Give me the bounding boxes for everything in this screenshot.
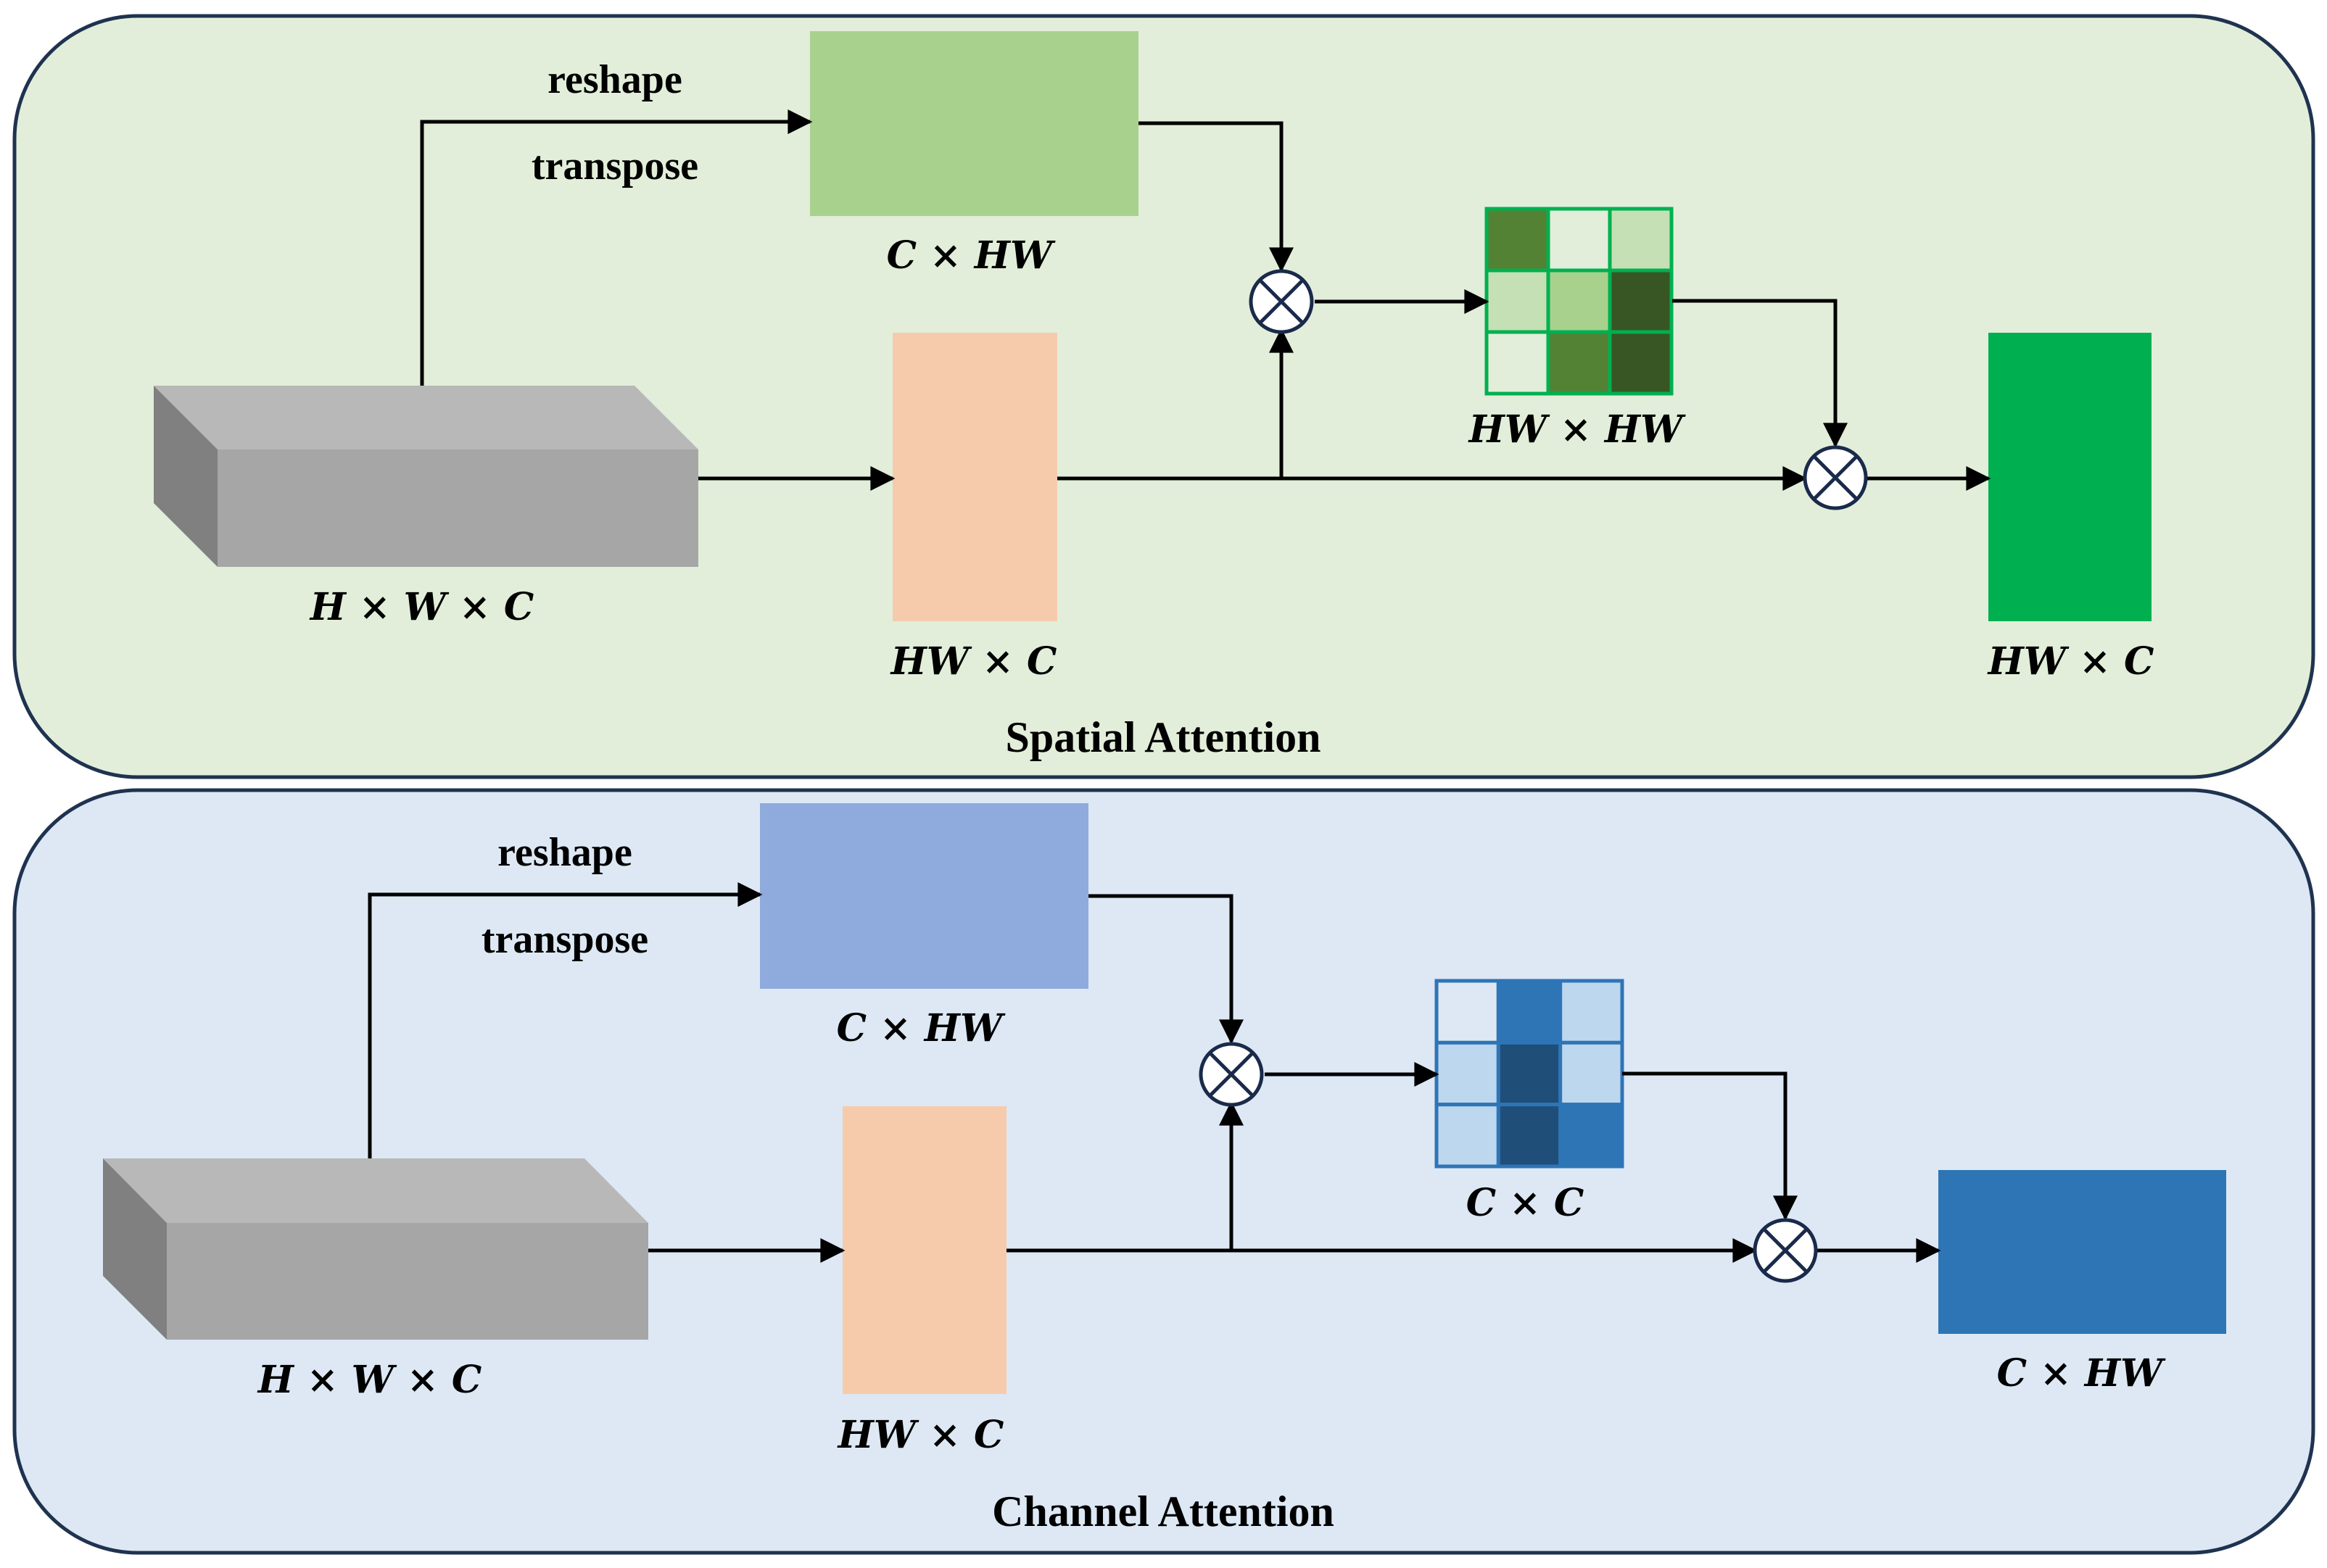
channel-matrix-cell (1434, 1103, 1500, 1169)
channel-cube-side-face (103, 1158, 167, 1340)
channel-matrix-cell (1496, 979, 1563, 1045)
spatial-matrix-cell (1608, 268, 1674, 334)
channel-multiply-node-2 (1753, 1218, 1818, 1283)
channel-attention-panel: H × W × C C × HW reshape transpose HW × … (12, 788, 2315, 1555)
channel-arrow-key-to-mult (1088, 894, 1244, 1045)
spatial-attention-dim-label: HW × HW (1468, 407, 1686, 452)
spatial-attention-panel: H × W × C C × HW reshape transpose HW × … (12, 14, 2315, 779)
spatial-query-block (893, 333, 1057, 621)
spatial-transpose-label: transpose (532, 144, 698, 188)
channel-panel-background (12, 788, 2315, 1555)
channel-matrix-cell (1558, 1103, 1624, 1169)
spatial-input-dim-label: H × W × C (309, 585, 534, 629)
spatial-arrow-matrix-to-mult2 (1672, 299, 1848, 448)
channel-input-dim-label: H × W × C (257, 1358, 481, 1402)
spatial-reshape-label: reshape (547, 57, 682, 102)
channel-attention-title: Channel Attention (992, 1488, 1334, 1535)
spatial-cube-top-face (154, 386, 698, 449)
spatial-input-tensor (154, 386, 698, 567)
channel-attention-matrix (1434, 979, 1624, 1169)
spatial-multiply-node-2 (1803, 445, 1868, 510)
channel-cube-top-face (103, 1158, 648, 1223)
spatial-matrix-cell (1608, 207, 1674, 273)
channel-arrow-to-key (368, 882, 763, 1158)
spatial-matrix-cell (1546, 268, 1612, 334)
spatial-arrow-to-key (420, 109, 813, 386)
channel-transpose-label: transpose (481, 917, 648, 962)
spatial-multiply-node-1 (1249, 269, 1314, 334)
channel-matrix-cell (1558, 979, 1624, 1045)
spatial-matrix-cell (1484, 207, 1550, 273)
spatial-matrix-cell (1546, 207, 1612, 273)
channel-arrow-matrix-to-mult2 (1622, 1071, 1798, 1221)
spatial-panel-background (12, 14, 2315, 779)
spatial-query-dim-label: HW × C (890, 639, 1057, 684)
spatial-matrix-cell (1546, 330, 1612, 396)
spatial-output-dim-label: HW × C (1987, 639, 2154, 684)
spatial-matrix-cell (1484, 268, 1550, 334)
spatial-arrow-key-to-mult (1138, 121, 1294, 273)
spatial-key-dim-label: C × HW (887, 233, 1056, 278)
spatial-matrix-cell (1484, 330, 1550, 396)
channel-input-tensor (103, 1158, 648, 1340)
channel-matrix-cell (1558, 1040, 1624, 1107)
spatial-attention-title: Spatial Attention (1005, 713, 1320, 761)
channel-query-block (843, 1106, 1007, 1394)
channel-arrows (368, 882, 1941, 1263)
spatial-output-block (1988, 333, 2152, 621)
spatial-attention-matrix (1484, 207, 1674, 396)
channel-multiply-node-1 (1199, 1042, 1264, 1107)
channel-matrix-cell (1434, 979, 1500, 1045)
spatial-cube-side-face (154, 386, 218, 567)
channel-reshape-label: reshape (497, 830, 632, 875)
channel-output-block (1938, 1170, 2226, 1334)
spatial-matrix-cell (1608, 330, 1674, 396)
channel-attention-dim-label: C × C (1466, 1181, 1584, 1225)
spatial-cube-front-face (218, 449, 698, 567)
channel-matrix-cell (1496, 1040, 1563, 1107)
channel-matrix-cell (1496, 1103, 1563, 1169)
spatial-key-block (810, 31, 1138, 216)
channel-query-dim-label: HW × C (837, 1413, 1004, 1457)
channel-key-block (760, 803, 1088, 989)
channel-matrix-cell (1434, 1040, 1500, 1107)
channel-output-dim-label: C × HW (1997, 1351, 2166, 1395)
channel-key-dim-label: C × HW (837, 1006, 1006, 1050)
channel-cube-front-face (167, 1223, 648, 1340)
spatial-arrows (420, 109, 1991, 491)
